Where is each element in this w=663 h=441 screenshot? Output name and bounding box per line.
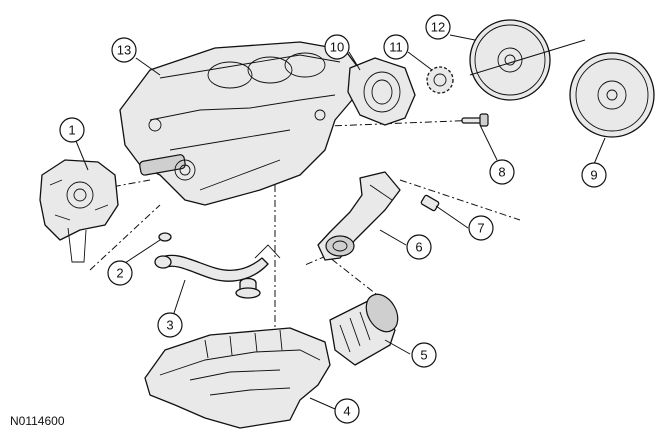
callout-label: 11 bbox=[389, 40, 403, 55]
callout-2: 2 bbox=[107, 260, 133, 286]
flywheel bbox=[569, 52, 655, 138]
gasket bbox=[158, 232, 172, 242]
callout-3: 3 bbox=[157, 312, 183, 338]
callout-1: 1 bbox=[59, 117, 85, 143]
oil-pickup-tube bbox=[154, 244, 281, 299]
callout-7: 7 bbox=[468, 215, 494, 241]
callout-label: 6 bbox=[415, 240, 422, 255]
oil-filter-adapter bbox=[317, 171, 401, 261]
callout-label: 10 bbox=[330, 40, 344, 55]
rear-seal-retainer bbox=[347, 57, 416, 126]
callout-label: 12 bbox=[431, 20, 445, 35]
callout-11: 11 bbox=[383, 34, 409, 60]
leader-lines bbox=[75, 34, 606, 410]
callout-9: 9 bbox=[581, 162, 607, 188]
callout-label: 13 bbox=[117, 43, 131, 58]
callout-label: 7 bbox=[477, 221, 484, 236]
crankshaft-gear bbox=[426, 66, 454, 94]
callout-10: 10 bbox=[324, 34, 350, 60]
oil-pump bbox=[39, 159, 119, 263]
oil-pressure-sensor bbox=[420, 194, 440, 212]
callout-4: 4 bbox=[334, 398, 360, 424]
callout-13: 13 bbox=[111, 37, 137, 63]
callout-label: 4 bbox=[343, 404, 350, 419]
callout-label: 9 bbox=[590, 168, 597, 183]
bolt bbox=[461, 113, 489, 127]
callout-label: 5 bbox=[420, 348, 427, 363]
callout-label: 1 bbox=[68, 123, 75, 138]
callout-8: 8 bbox=[489, 159, 515, 185]
oil-filter bbox=[329, 293, 399, 366]
callout-label: 3 bbox=[166, 318, 173, 333]
flexplate bbox=[469, 19, 586, 101]
callout-label: 2 bbox=[116, 266, 123, 281]
oil-pan bbox=[144, 327, 331, 429]
figure-id: N0114600 bbox=[10, 414, 65, 428]
callout-6: 6 bbox=[406, 234, 432, 260]
cylinder-block bbox=[119, 41, 361, 206]
callout-5: 5 bbox=[411, 342, 437, 368]
callout-label: 8 bbox=[498, 165, 505, 180]
callout-12: 12 bbox=[425, 14, 451, 40]
